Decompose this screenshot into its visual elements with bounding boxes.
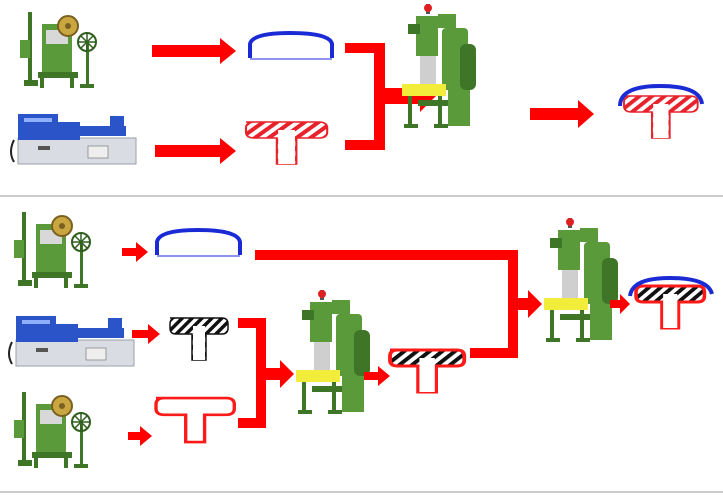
black-striped-t-part [169, 317, 229, 361]
injection-molding-machine [10, 113, 137, 165]
arrow-right [155, 138, 236, 164]
finished-rivet-black [628, 275, 714, 330]
red-outline-t-part [154, 396, 236, 444]
arrow-right [364, 366, 390, 386]
arrow-right [152, 38, 236, 64]
punch-press-machine [19, 11, 97, 89]
assembly-press [544, 218, 618, 342]
arrow-right [530, 100, 594, 128]
merge-arrow [238, 318, 294, 428]
striped-t-part [244, 120, 329, 166]
arrow-right [128, 426, 152, 446]
process-a [10, 4, 704, 166]
process-b [8, 211, 714, 469]
assembly-press [296, 290, 370, 414]
black-striped-t-with-outline [388, 348, 467, 394]
blue-cap-part [248, 30, 334, 58]
punch-press-machine [13, 211, 91, 289]
arrow-right [132, 324, 160, 344]
arrow-right [122, 242, 148, 262]
blue-cap-part [155, 227, 242, 255]
arrow-right [610, 294, 630, 314]
punch-press-machine [13, 391, 91, 469]
finished-rivet [618, 83, 704, 139]
merge-arrow [345, 43, 436, 150]
merge-arrow [255, 250, 542, 358]
injection-molding-machine [8, 315, 135, 367]
assembly-press [402, 4, 476, 128]
